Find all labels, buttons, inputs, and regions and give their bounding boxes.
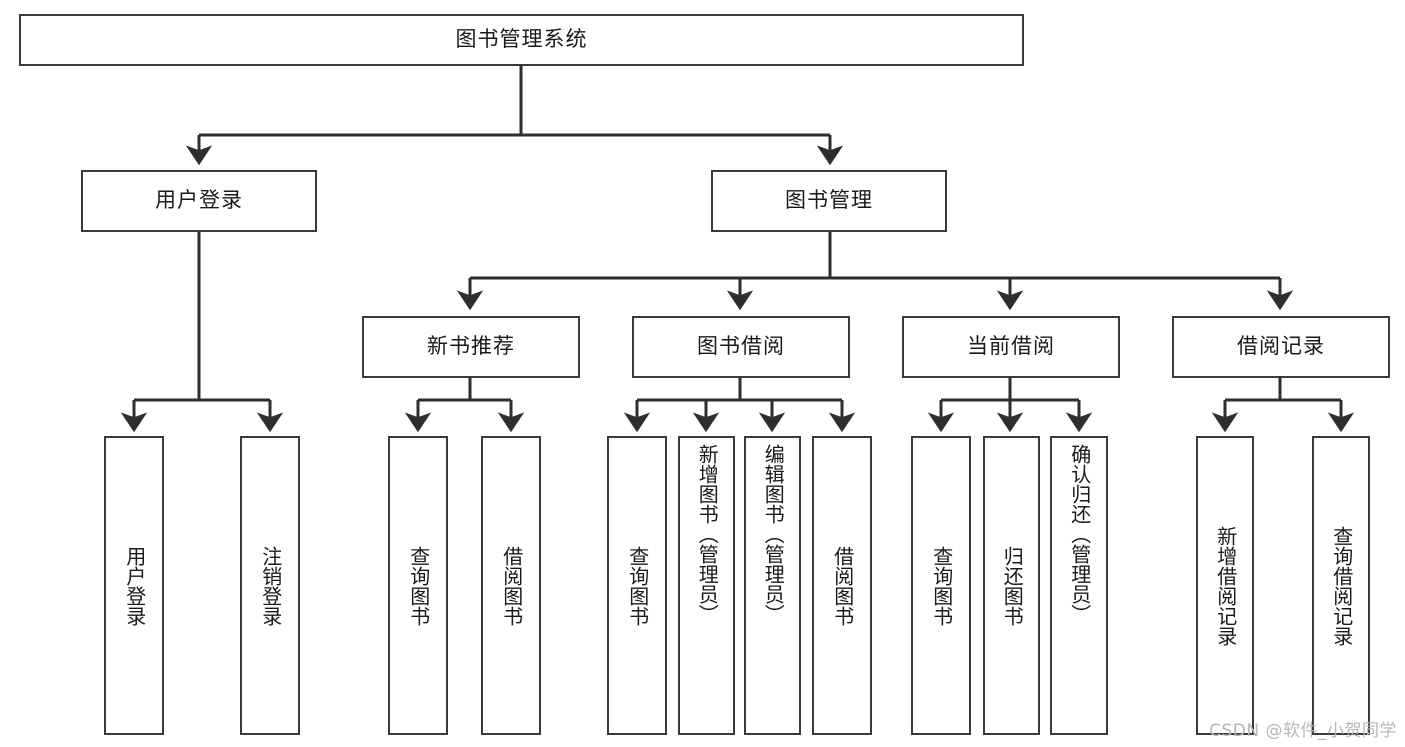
node-root-book-management-system[interactable]: 图书管理系统 bbox=[19, 14, 1024, 66]
node-leaf-return-book[interactable]: 归还图书 bbox=[983, 436, 1040, 735]
node-label: 借阅记录 bbox=[1237, 334, 1325, 359]
node-leaf-query-book-current[interactable]: 查询图书 bbox=[911, 436, 971, 735]
node-label: 借阅图书 bbox=[499, 545, 524, 626]
node-label: 新增借阅记录 bbox=[1213, 525, 1238, 646]
node-leaf-query-borrow-record[interactable]: 查询借阅记录 bbox=[1312, 436, 1370, 735]
node-user-login[interactable]: 用户登录 bbox=[81, 170, 317, 232]
node-current-borrow[interactable]: 当前借阅 bbox=[902, 316, 1120, 378]
node-leaf-query-book-borrow[interactable]: 查询图书 bbox=[607, 436, 667, 735]
node-label: 注销登录 bbox=[258, 545, 283, 626]
node-leaf-borrow-book-recommend[interactable]: 借阅图书 bbox=[481, 436, 541, 735]
node-book-borrow[interactable]: 图书借阅 bbox=[632, 316, 850, 378]
node-borrow-record[interactable]: 借阅记录 bbox=[1172, 316, 1390, 378]
node-label: 查询图书 bbox=[929, 545, 954, 626]
node-leaf-add-borrow-record[interactable]: 新增借阅记录 bbox=[1196, 436, 1254, 735]
node-label: 借阅图书 bbox=[830, 545, 855, 626]
node-label: 当前借阅 bbox=[967, 334, 1055, 359]
node-label: 查询借阅记录 bbox=[1329, 525, 1354, 646]
node-leaf-confirm-return-admin[interactable]: 确认归还（管理员） bbox=[1050, 436, 1108, 735]
node-leaf-borrow-book[interactable]: 借阅图书 bbox=[812, 436, 872, 735]
csdn-watermark: CSDN @软件_小贺同学 bbox=[1209, 721, 1397, 741]
node-label: 图书管理 bbox=[785, 188, 873, 213]
node-label: 图书借阅 bbox=[697, 334, 785, 359]
node-leaf-edit-book-admin[interactable]: 编辑图书（管理员） bbox=[744, 436, 801, 735]
node-label: 用户登录 bbox=[155, 188, 243, 213]
node-new-book-recommend[interactable]: 新书推荐 bbox=[362, 316, 580, 378]
node-leaf-query-book-recommend[interactable]: 查询图书 bbox=[388, 436, 448, 735]
node-label: 确认归还（管理员） bbox=[1067, 444, 1092, 624]
node-label: 新书推荐 bbox=[427, 334, 515, 359]
node-leaf-add-book-admin[interactable]: 新增图书（管理员） bbox=[678, 436, 735, 735]
node-label: 查询图书 bbox=[406, 545, 431, 626]
node-leaf-user-logout[interactable]: 注销登录 bbox=[240, 436, 300, 735]
node-label: 用户登录 bbox=[122, 545, 147, 626]
node-label: 编辑图书（管理员） bbox=[761, 444, 786, 624]
node-book-manage[interactable]: 图书管理 bbox=[711, 170, 947, 232]
node-label: 查询图书 bbox=[625, 545, 650, 626]
node-label: 新增图书（管理员） bbox=[695, 444, 720, 624]
node-label: 归还图书 bbox=[1000, 545, 1025, 626]
node-label: 图书管理系统 bbox=[455, 27, 588, 52]
node-leaf-user-login[interactable]: 用户登录 bbox=[104, 436, 164, 735]
